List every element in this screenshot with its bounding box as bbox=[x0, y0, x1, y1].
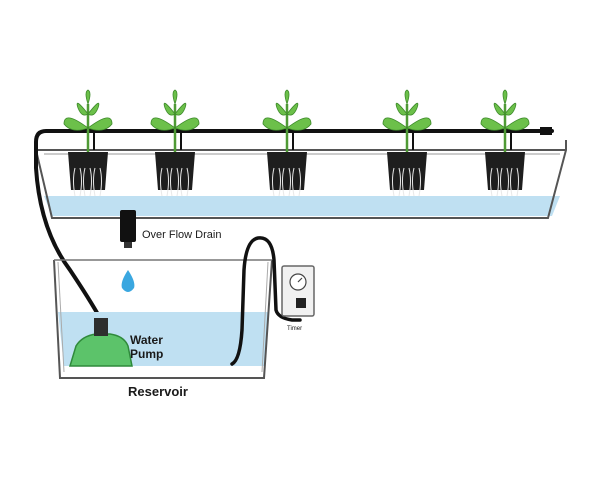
plant-1 bbox=[63, 89, 113, 197]
water-pump bbox=[68, 318, 133, 367]
plant-root bbox=[99, 167, 102, 197]
plant-root bbox=[392, 167, 395, 197]
overflow-drain-label: Over Flow Drain bbox=[142, 229, 221, 241]
plant-5 bbox=[480, 89, 530, 197]
plant-root bbox=[288, 167, 291, 197]
tray-water bbox=[44, 196, 560, 216]
plant-root bbox=[292, 167, 295, 197]
plant-leaf bbox=[163, 102, 176, 116]
water-pump-label-line2: Pump bbox=[130, 347, 163, 361]
plant-root bbox=[496, 167, 499, 197]
net-pot bbox=[155, 152, 195, 190]
plant-root bbox=[93, 167, 96, 197]
net-pot bbox=[485, 152, 525, 190]
tube-end-cap bbox=[540, 127, 552, 135]
plant-leaf bbox=[493, 102, 506, 116]
plant-root bbox=[73, 167, 76, 197]
drain-fitting bbox=[120, 210, 136, 242]
net-pot bbox=[68, 152, 108, 190]
plant-root bbox=[510, 167, 513, 197]
timer-dial-hand bbox=[297, 277, 303, 283]
plant-root bbox=[79, 167, 82, 197]
reservoir-inner-left bbox=[57, 261, 65, 373]
plant-root bbox=[170, 167, 173, 197]
plant-root bbox=[272, 167, 275, 197]
plant-root bbox=[176, 167, 179, 197]
net-pot bbox=[387, 152, 427, 190]
plant-leaf bbox=[284, 89, 290, 106]
plant-leaf bbox=[286, 117, 312, 131]
plant-leaf bbox=[87, 117, 113, 131]
plant-leaf bbox=[480, 117, 506, 131]
plant-root bbox=[490, 167, 493, 197]
plant-leaf bbox=[76, 102, 89, 116]
plant-leaf bbox=[174, 117, 200, 131]
plant-leaf bbox=[63, 117, 89, 131]
plant-leaf bbox=[395, 102, 408, 116]
plant-leaf bbox=[150, 117, 176, 131]
plant-leaf bbox=[85, 89, 91, 106]
plant-root bbox=[180, 167, 183, 197]
timer-label: Timer bbox=[287, 326, 302, 332]
water-pump-label-line1: Water bbox=[130, 333, 163, 347]
reservoir-label: Reservoir bbox=[128, 384, 188, 399]
timer bbox=[281, 265, 315, 317]
plant-root bbox=[398, 167, 401, 197]
plant-root bbox=[412, 167, 415, 197]
plant-root bbox=[506, 167, 509, 197]
plant-leaf bbox=[275, 102, 288, 116]
plant-root bbox=[83, 167, 86, 197]
plant-leaf bbox=[406, 102, 419, 116]
drip-droplet bbox=[121, 270, 135, 292]
plant-leaf bbox=[382, 117, 408, 131]
reservoir-outline bbox=[53, 259, 273, 379]
plant-root bbox=[278, 167, 281, 197]
plant-4 bbox=[382, 89, 432, 197]
plant-root bbox=[516, 167, 519, 197]
net-pot bbox=[267, 152, 307, 190]
plant-leaf bbox=[286, 102, 299, 116]
plant-leaf bbox=[174, 102, 187, 116]
plant-root bbox=[89, 167, 92, 197]
pump-outlet bbox=[94, 318, 108, 336]
plant-root bbox=[298, 167, 301, 197]
plant-row bbox=[63, 89, 530, 197]
plant-leaf bbox=[504, 102, 517, 116]
plant-2 bbox=[150, 89, 200, 197]
plant-root bbox=[186, 167, 189, 197]
plant-root bbox=[500, 167, 503, 197]
plant-leaf bbox=[172, 89, 178, 106]
pump-body bbox=[68, 333, 133, 367]
plant-leaf bbox=[504, 117, 530, 131]
overflow-drain bbox=[120, 210, 136, 292]
plant-root bbox=[160, 167, 163, 197]
plant-root bbox=[402, 167, 405, 197]
plant-root bbox=[282, 167, 285, 197]
plant-3 bbox=[262, 89, 312, 197]
plant-leaf bbox=[87, 102, 100, 116]
plant-root bbox=[408, 167, 411, 197]
timer-plug bbox=[296, 298, 306, 308]
plant-leaf bbox=[502, 89, 508, 106]
plant-leaf bbox=[406, 117, 432, 131]
supply-tube-top bbox=[34, 129, 554, 320]
power-cord bbox=[230, 236, 302, 366]
plant-leaf bbox=[404, 89, 410, 106]
plant-root bbox=[166, 167, 169, 197]
plant-leaf bbox=[262, 117, 288, 131]
growing-tray bbox=[35, 140, 567, 219]
drain-nozzle bbox=[124, 242, 132, 248]
plant-root bbox=[418, 167, 421, 197]
reservoir-inner-right bbox=[261, 261, 269, 373]
